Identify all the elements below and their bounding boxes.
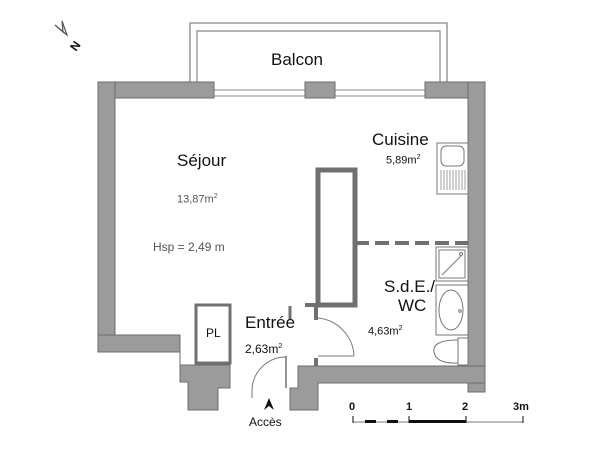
north-arrow-icon xyxy=(54,20,69,37)
room-name-wc: WC xyxy=(398,296,427,315)
room-area-entree: 2,63m2 xyxy=(245,342,283,356)
balcony-outline xyxy=(189,22,448,97)
scale-tick-1: 1 xyxy=(406,401,413,413)
scale-tick-2: 2 xyxy=(462,401,469,413)
room-name-pl: PL xyxy=(206,326,221,340)
scale-tick-3m: 3m xyxy=(513,401,529,413)
access-label: Accès xyxy=(249,415,282,429)
access-arrow-icon xyxy=(264,398,274,410)
washbasin-icon xyxy=(435,284,469,336)
scale-bar xyxy=(352,416,524,423)
shower-icon xyxy=(435,246,469,282)
room-area-sde: 4,63m2 xyxy=(368,325,403,338)
room-name-entree: Entrée xyxy=(245,313,296,332)
interior-partitions xyxy=(194,167,468,388)
room-name-sde: S.d.E./ xyxy=(384,277,436,296)
room-area-sejour: 13,87m2 xyxy=(177,193,218,206)
kitchen-sink-icon xyxy=(436,142,469,195)
scale-tick-0: 0 xyxy=(349,401,356,413)
ceiling-height: Hsp = 2,49 m xyxy=(153,240,225,254)
room-name-cuisine: Cuisine xyxy=(372,130,429,149)
room-area-cuisine: 5,89m2 xyxy=(386,154,421,167)
room-name-sejour: Séjour xyxy=(177,151,227,170)
outer-walls xyxy=(97,81,486,411)
door-swings xyxy=(251,317,355,398)
toilet-icon xyxy=(433,337,469,366)
room-name-balcon: Balcon xyxy=(271,50,323,69)
